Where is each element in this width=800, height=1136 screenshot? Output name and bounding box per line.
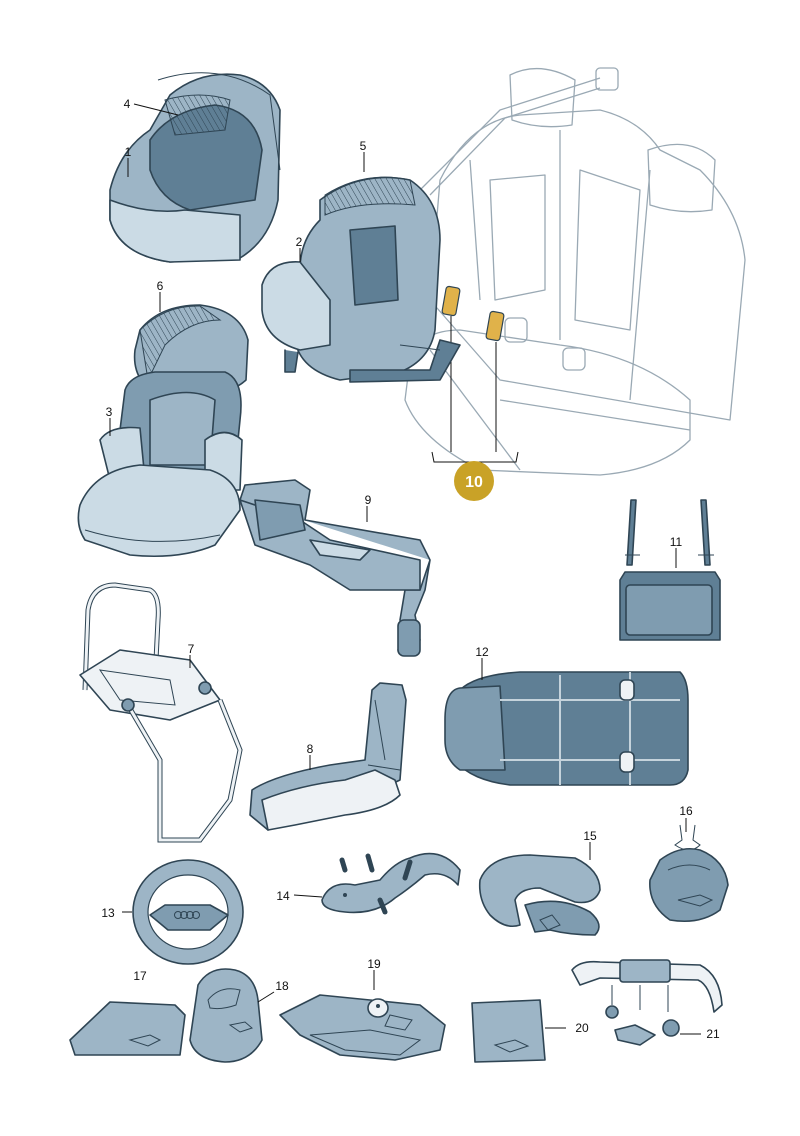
callout-5-label: 5: [360, 139, 367, 153]
salamander-toy: [321, 852, 461, 915]
callout-18-label: 18: [275, 979, 289, 993]
sleeping-bag: [189, 968, 263, 1063]
small-cushion: [471, 999, 546, 1063]
callout-4-label: 4: [124, 97, 131, 111]
callout-15-label: 15: [583, 829, 597, 843]
callout-8-label: 8: [307, 742, 314, 756]
callout-21-label: 21: [706, 1027, 720, 1041]
callout-6-label: 6: [157, 279, 164, 293]
callout-19-label: 19: [367, 957, 381, 971]
toddler-child-seat: [261, 176, 461, 383]
rear-bench-seat: [404, 67, 746, 476]
high-back-booster-seat: [77, 304, 249, 557]
drawstring-bag: [649, 824, 729, 923]
infant-carrier: [109, 72, 281, 263]
isofix-guide-right: [485, 310, 505, 342]
callout-2-label: 2: [296, 235, 303, 249]
seat-frame: [79, 582, 243, 843]
callout-11-label: 11: [670, 535, 683, 549]
toy-steering-wheel: [132, 859, 244, 965]
callout-7-label: 7: [188, 642, 195, 656]
seat-protector-mat: [444, 671, 689, 786]
baby-blanket: [69, 1001, 186, 1056]
callout-16-label: 16: [679, 804, 693, 818]
isofix-base: [239, 479, 431, 657]
callout-1-label: 1: [125, 145, 132, 159]
callout-17-label: 17: [133, 969, 147, 983]
neck-pillow: [478, 854, 601, 936]
storage-pouch: [619, 499, 721, 641]
callout-13-label: 13: [101, 906, 115, 920]
callout-14-label: 14: [276, 889, 290, 903]
isofix-guide-left: [441, 285, 461, 317]
callout-12-label: 12: [475, 645, 489, 659]
callout-9-label: 9: [365, 493, 372, 507]
callout-10-label: 10: [465, 474, 483, 491]
callout-3-label: 3: [106, 405, 113, 419]
callout-10-badge: 10: [454, 461, 494, 501]
callout-leaders: [109, 103, 701, 1035]
callout-labels: 1 2 3 4 5 6 7 8 9 11 12 13 14 15 16 17 1…: [101, 97, 720, 1041]
callout-20-label: 20: [575, 1021, 589, 1035]
cuddle-cloth: [279, 994, 446, 1061]
seat-support-insert: [249, 682, 407, 831]
toy-play-bar: [571, 959, 723, 1046]
